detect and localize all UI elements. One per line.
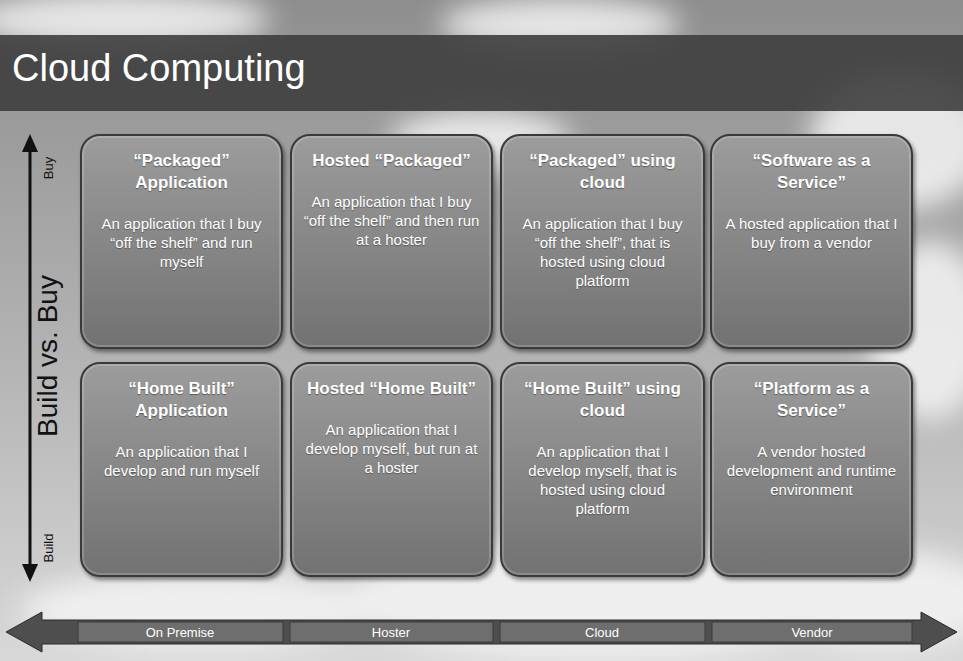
box-heading: “Home Built” using cloud: [512, 378, 693, 422]
axis-end-label: Build: [41, 534, 56, 563]
location-label: Cloud: [585, 625, 619, 640]
diagram-title: Cloud Computing: [12, 47, 306, 90]
category-box: “Packaged” Application An application tha…: [80, 134, 283, 349]
box-description: An application that I develop and run my…: [92, 442, 271, 480]
location-label: Vendor: [791, 625, 832, 640]
box-heading: “Home Built” Application: [92, 378, 271, 422]
location-axis: [6, 612, 957, 652]
category-box: “Packaged” using cloud An application tha…: [500, 134, 705, 349]
box-description: An application that I buy “off the shelf…: [302, 192, 481, 249]
category-box: Hosted “Home Built” An application that I…: [290, 362, 493, 577]
box-description: A vendor hosted development and runtime …: [722, 442, 901, 499]
location-label: On Premise: [146, 625, 215, 640]
category-box: Hosted “Packaged” An application that I b…: [290, 134, 493, 349]
category-box: “Home Built” Application An application t…: [80, 362, 283, 577]
box-heading: “Platform as a Service”: [722, 378, 901, 422]
box-description: An application that I buy “off the shelf…: [512, 214, 693, 290]
axis-end-label: Buy: [41, 157, 56, 179]
box-heading: “Packaged” using cloud: [512, 150, 693, 194]
category-box: “Platform as a Service” A vendor hosted d…: [710, 362, 913, 577]
box-heading: “Software as a Service”: [722, 150, 901, 194]
box-heading: “Packaged” Application: [92, 150, 271, 194]
box-description: An application that I develop myself, bu…: [302, 420, 481, 477]
box-description: An application that I develop myself, th…: [512, 442, 693, 518]
category-box: “Software as a Service” A hosted applicat…: [710, 134, 913, 349]
box-heading: Hosted “Packaged”: [302, 150, 481, 172]
category-box: “Home Built” using cloud An application t…: [500, 362, 705, 577]
box-description: A hosted application that I buy from a v…: [722, 214, 901, 252]
axis-title: Build vs. Buy: [32, 275, 64, 437]
box-description: An application that I buy “off the shelf…: [92, 214, 271, 271]
location-label: Hoster: [372, 625, 410, 640]
box-heading: Hosted “Home Built”: [302, 378, 481, 400]
